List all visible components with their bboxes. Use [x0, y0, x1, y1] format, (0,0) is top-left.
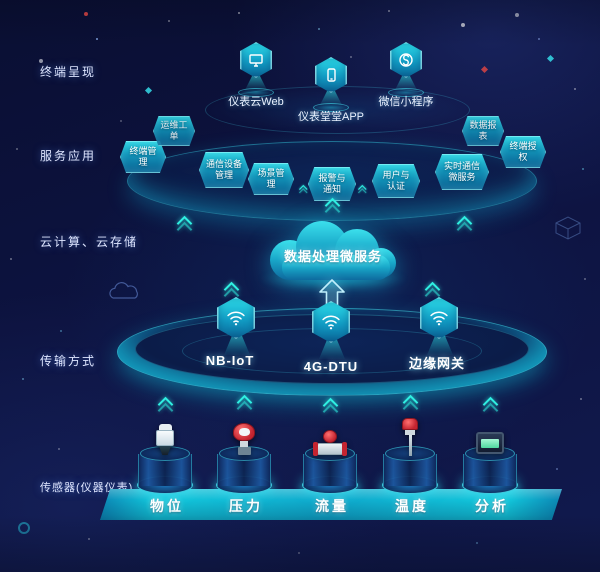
sensor-label: 分析 — [475, 498, 509, 514]
up-arrow-icon — [402, 396, 418, 412]
temperature-sensor-image — [401, 418, 419, 456]
service-badge-realtime-comm: 实时通信微服务 — [435, 154, 489, 190]
sensor-base-bar — [100, 489, 562, 520]
transport-item-label: 4G-DTU — [303, 359, 359, 374]
terminal-item-label: 微信小程序 — [378, 96, 434, 108]
terminal-item-label: 仪表堂堂APP — [297, 111, 365, 123]
teal-diamond-decoration — [546, 54, 555, 63]
up-arrow-icon — [482, 398, 498, 414]
web-terminal-node — [240, 42, 272, 78]
ring-decoration — [18, 522, 30, 534]
wifi-icon — [322, 315, 340, 330]
service-badge-comm-device-mgmt: 通信设备管理 — [199, 152, 249, 188]
cloud-shape — [242, 218, 424, 293]
up-arrow-icon — [456, 217, 472, 233]
service-badge-label: 实时通信微服务 — [443, 160, 480, 182]
up-arrow-icon — [322, 399, 338, 415]
stand-base — [313, 103, 349, 112]
up-arrow-icon — [157, 398, 173, 414]
service-badge-label: 终端管理 — [129, 145, 157, 167]
up-arrow-icon — [299, 186, 308, 195]
app-terminal-node — [315, 57, 347, 93]
layer-label-cloud: 云计算、云存储 — [40, 235, 139, 249]
wechat-miniprogram-icon — [399, 53, 413, 67]
flow-meter-image — [313, 430, 347, 456]
service-badge-label: 终端授权 — [509, 140, 537, 162]
service-badge-label: 用户与认证 — [382, 169, 410, 191]
level-sensor-image — [155, 424, 175, 455]
service-badge-scene-mgmt: 场景管理 — [248, 163, 294, 195]
layer-label-services: 服务应用 — [40, 149, 97, 163]
cloud-title: 数据处理微服务 — [283, 249, 383, 264]
service-badge-alarm-notify: 报警与通知 — [308, 167, 356, 201]
terminal-item-label: 仪表云Web — [228, 96, 284, 108]
starfield — [0, 0, 2, 2]
wifi-icon — [227, 311, 245, 326]
sensor-label: 温度 — [395, 498, 429, 514]
stand-base — [388, 88, 424, 97]
cube-doodle-icon — [555, 216, 581, 240]
up-arrow-icon — [358, 186, 367, 195]
service-badge-data-report: 数据报表 — [462, 116, 504, 146]
up-arrow-icon — [424, 283, 440, 299]
wifi-icon — [430, 311, 448, 326]
red-diamond-decoration — [480, 65, 489, 74]
light-beam — [319, 339, 345, 359]
service-badge-label: 报警与通知 — [318, 172, 346, 194]
red-dot-decoration — [84, 12, 88, 16]
service-badge-terminal-auth: 终端授权 — [500, 136, 546, 168]
edge-gateway-node — [420, 297, 458, 339]
service-badge-terminal-mgmt: 终端管理 — [120, 141, 166, 173]
service-badge-user-auth: 用户与认证 — [372, 164, 420, 198]
sensor-label: 物位 — [150, 498, 184, 514]
layer-label-terminal: 终端呈现 — [40, 65, 97, 79]
up-arrow-icon — [176, 217, 192, 233]
up-arrow-icon — [223, 283, 239, 299]
4gdtu-node — [312, 301, 350, 343]
sensor-label: 压力 — [229, 498, 263, 514]
pressure-transmitter-image — [232, 423, 256, 455]
up-arrow-icon — [324, 199, 340, 215]
light-beam — [395, 76, 417, 90]
service-badge-label: 数据报表 — [469, 119, 497, 141]
smartphone-icon — [327, 68, 336, 82]
up-arrow-icon — [236, 396, 252, 412]
transport-item-label: 边缘网关 — [408, 356, 466, 371]
analyzer-meter-image — [475, 432, 505, 454]
sensor-label: 流量 — [315, 498, 349, 514]
layer-label-sensors: 传感器(仪器仪表) — [40, 482, 134, 494]
light-beam — [320, 91, 342, 105]
monitor-icon — [249, 54, 263, 67]
wechat-terminal-node — [390, 42, 422, 78]
layer-label-transport: 传输方式 — [40, 354, 97, 368]
service-badge-label: 场景管理 — [257, 167, 285, 189]
cloud-doodle-icon — [109, 282, 138, 299]
light-beam — [224, 335, 250, 355]
transport-item-label: NB-IoT — [205, 353, 255, 368]
light-beam — [427, 335, 453, 355]
service-badge-label: 运维工单 — [160, 119, 188, 141]
service-badge-ops-ticket: 运维工单 — [153, 116, 195, 146]
light-beam — [245, 76, 267, 90]
stand-base — [238, 88, 274, 97]
teal-diamond-decoration — [144, 86, 153, 95]
cloud-icon — [270, 221, 396, 280]
service-badge-label: 通信设备管理 — [206, 158, 243, 180]
